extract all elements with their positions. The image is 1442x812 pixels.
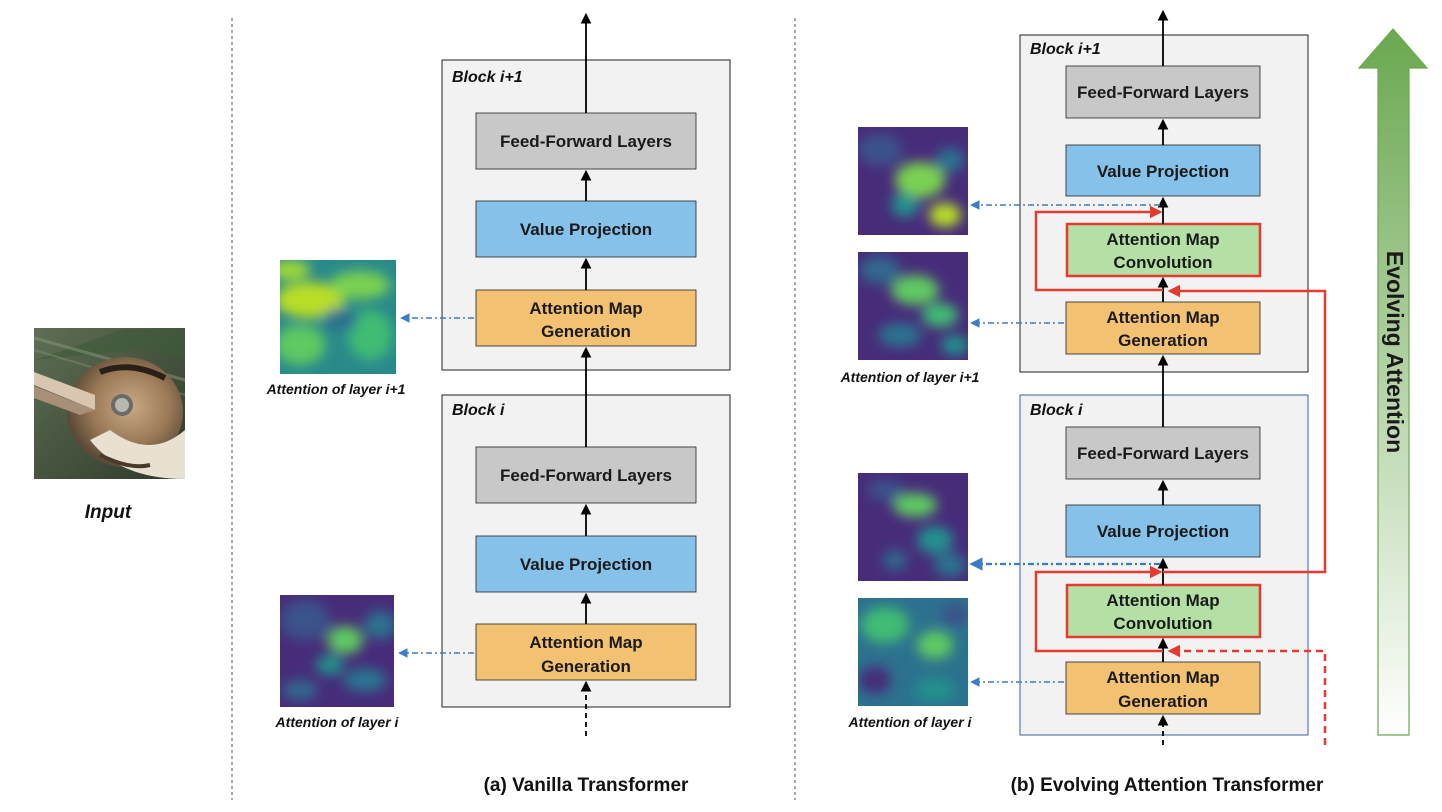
input-bird-image xyxy=(33,328,186,479)
vanilla-ffn-lower-text: Feed-Forward Layers xyxy=(500,466,672,485)
evolving-att-label-upper: Attention of layer i+1 xyxy=(840,369,980,385)
evolving-residual-paths xyxy=(1034,205,1327,745)
evolving-attn-gen-lower-text2: Generation xyxy=(1118,692,1208,711)
vanilla-att-label-lower: Attention of layer i xyxy=(275,714,400,730)
evolving-attention-map-2 xyxy=(858,252,968,360)
vanilla-attention-map-upper xyxy=(280,260,396,374)
vanilla-ffn-lower xyxy=(475,446,697,504)
evolving-conv-lower xyxy=(1065,583,1262,639)
evolving-conv-upper-text2: Convolution xyxy=(1113,253,1212,272)
vanilla-block-lower-label: Block i xyxy=(452,402,505,419)
evolving-transformer-panel: Block i+1 Feed-Forward Layers Value Proj… xyxy=(840,9,1429,796)
evolving-value-lower xyxy=(1065,504,1261,558)
evolving-attention-map-1 xyxy=(858,127,968,235)
vanilla-caption: (a) Vanilla Transformer xyxy=(484,775,689,796)
evolving-attn-gen-upper-text1: Attention Map xyxy=(1106,308,1219,327)
evolving-attention-arrow-label: Evolving Attention xyxy=(1382,251,1408,453)
evolving-attention-arrow: Evolving Attention xyxy=(1357,28,1429,736)
evolving-conv-upper-text1: Attention Map xyxy=(1106,230,1219,249)
vanilla-transformer-panel: Block i+1 Feed-Forward Layers Value Proj… xyxy=(266,12,731,796)
evolving-block-upper-label: Block i+1 xyxy=(1030,41,1101,58)
vanilla-attn-gen-upper-text2: Generation xyxy=(541,322,631,341)
evolving-attn-gen-upper-text2: Generation xyxy=(1118,331,1208,350)
evolving-attn-gen-upper xyxy=(1065,301,1261,355)
evolving-attn-gen-lower xyxy=(1065,661,1261,715)
vanilla-attn-gen-lower-text2: Generation xyxy=(541,657,631,676)
evolving-value-lower-text: Value Projection xyxy=(1097,522,1229,541)
evolving-block-lower-label: Block i xyxy=(1030,402,1083,419)
evolving-caption: (b) Evolving Attention Transformer xyxy=(1011,775,1324,796)
vanilla-att-label-upper: Attention of layer i+1 xyxy=(266,381,406,397)
evolving-ffn-upper xyxy=(1065,65,1261,119)
evolving-attn-gen-lower-text1: Attention Map xyxy=(1106,668,1219,687)
evolving-ffn-upper-text: Feed-Forward Layers xyxy=(1077,83,1249,102)
evolving-ffn-lower-text: Feed-Forward Layers xyxy=(1077,444,1249,463)
evolving-att-label-lower: Attention of layer i xyxy=(848,714,973,730)
vanilla-value-upper-text: Value Projection xyxy=(520,220,652,239)
vanilla-value-upper xyxy=(475,200,697,258)
evolving-attention-map-3 xyxy=(858,473,968,581)
input-panel: Input xyxy=(33,328,186,523)
vanilla-attention-map-lower xyxy=(280,595,394,707)
input-label: Input xyxy=(85,502,132,523)
vanilla-attn-gen-lower xyxy=(475,623,697,681)
vanilla-ffn-upper xyxy=(475,112,697,170)
evolving-conv-lower-text2: Convolution xyxy=(1113,614,1212,633)
vanilla-value-lower xyxy=(475,535,697,593)
evolving-value-upper xyxy=(1065,144,1261,197)
vanilla-attn-gen-lower-text1: Attention Map xyxy=(529,633,642,652)
vanilla-ffn-upper-text: Feed-Forward Layers xyxy=(500,132,672,151)
evolving-attention-map-4 xyxy=(858,598,968,706)
evolving-value-upper-text: Value Projection xyxy=(1097,162,1229,181)
vanilla-block-upper-label: Block i+1 xyxy=(452,69,523,86)
vanilla-attention-output-arrows xyxy=(398,313,474,658)
vanilla-value-lower-text: Value Projection xyxy=(520,555,652,574)
evolving-conv-lower-text1: Attention Map xyxy=(1106,591,1219,610)
vanilla-attn-gen-upper xyxy=(475,289,697,347)
evolving-ffn-lower xyxy=(1065,426,1261,480)
evolving-attention-output-arrows xyxy=(969,200,1160,687)
evolving-conv-upper xyxy=(1065,222,1262,278)
vanilla-attn-gen-upper-text1: Attention Map xyxy=(529,299,642,318)
